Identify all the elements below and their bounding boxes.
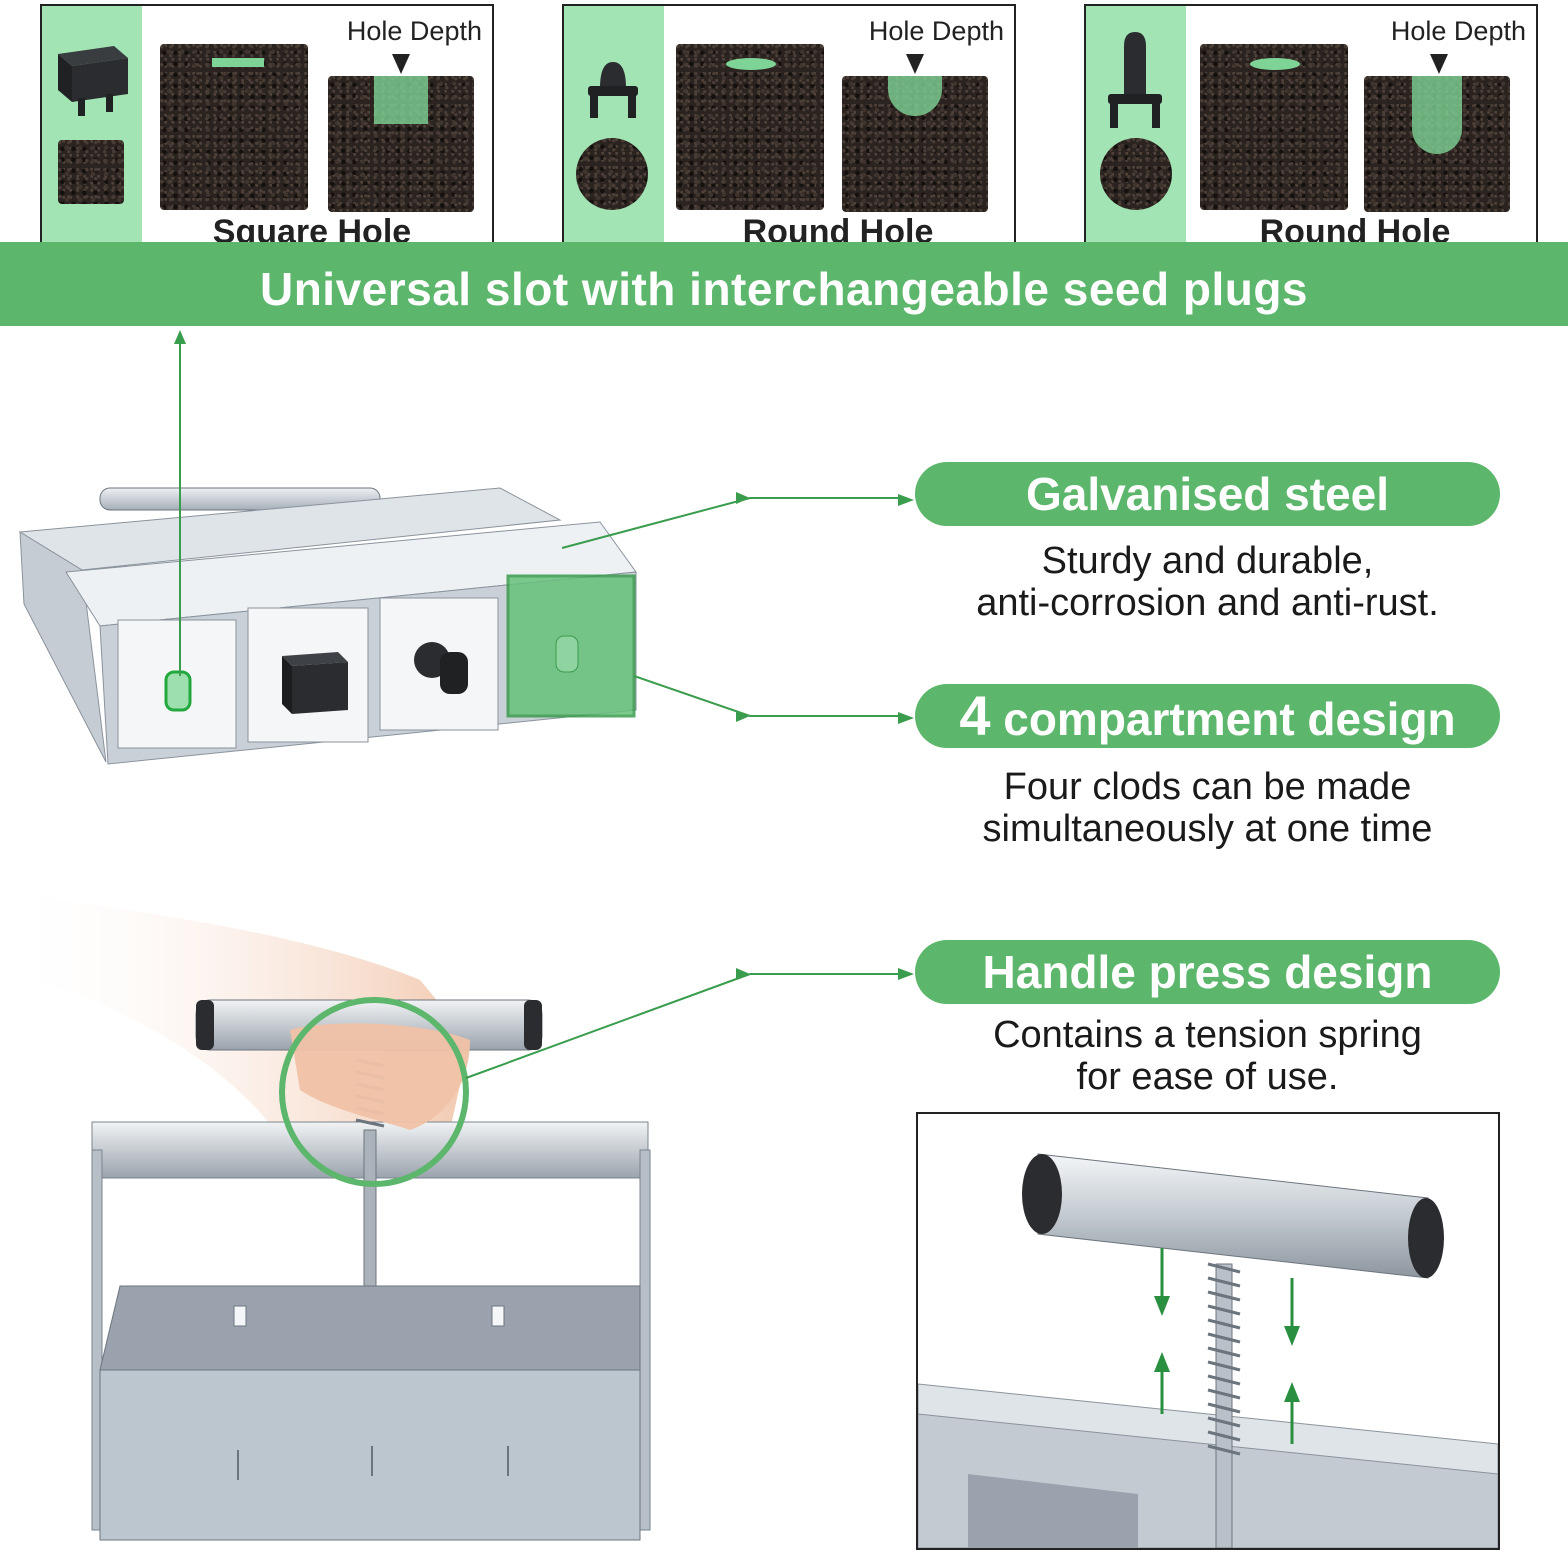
desc-line: Four clods can be made bbox=[1003, 766, 1412, 808]
hole-depth-arrow-icon bbox=[1430, 54, 1448, 74]
feature-title-galvanised: Galvanised steel bbox=[915, 462, 1500, 526]
feature-desc-handle: Contains a tension spring for ease of us… bbox=[900, 1014, 1515, 1098]
hole-depth-label: Hole Depth bbox=[346, 16, 482, 46]
soil-block-section bbox=[842, 76, 988, 212]
round-plug-footprint bbox=[576, 138, 648, 210]
plug-panel-round-long: Hole Depth Round Hole bbox=[1084, 4, 1538, 256]
plug-panel-round-short: Hole Depth Round Hole bbox=[562, 4, 1016, 256]
desc-line: for ease of use. bbox=[1076, 1056, 1339, 1098]
arrow-right-icon bbox=[898, 494, 914, 506]
round-hole-depth bbox=[888, 76, 942, 116]
round-short-plug-icon bbox=[588, 62, 638, 118]
soil-block-section bbox=[328, 76, 474, 212]
spring-detail-panel bbox=[916, 1112, 1500, 1550]
hand-press-illustration bbox=[0, 890, 900, 1541]
hole-depth-arrow-icon bbox=[392, 54, 410, 74]
desc-line: simultaneously at one time bbox=[982, 808, 1433, 850]
round-hole-depth bbox=[1412, 76, 1462, 154]
spring-detail-illustration bbox=[918, 1153, 1498, 1548]
plug-panel-square: Hole Depth Square Hole bbox=[40, 4, 494, 256]
panel-green-strip bbox=[564, 6, 664, 254]
square-hole-mark bbox=[212, 58, 264, 67]
soil-block-top bbox=[1200, 44, 1348, 210]
compartment-count: 4 bbox=[959, 684, 991, 747]
round-hole-mark bbox=[726, 58, 776, 70]
soil-block-section bbox=[1364, 76, 1510, 212]
soil-block-top bbox=[676, 44, 824, 210]
feature-desc-galvanised: Sturdy and durable, anti-corrosion and a… bbox=[900, 540, 1515, 624]
desc-line: anti-corrosion and anti-rust. bbox=[976, 582, 1439, 624]
feature-desc-compartment: Four clods can be made simultaneously at… bbox=[900, 766, 1515, 850]
square-plug-icon bbox=[58, 46, 128, 116]
hole-depth-arrow-icon bbox=[906, 54, 924, 74]
hole-depth-label: Hole Depth bbox=[1390, 16, 1526, 46]
arrow-right-icon bbox=[898, 712, 914, 724]
round-hole-mark bbox=[1250, 58, 1300, 70]
feature-title-handle: Handle press design bbox=[915, 940, 1500, 1004]
feature-title-compartment: 4 compartment design bbox=[915, 684, 1500, 748]
round-long-plug-icon bbox=[1108, 32, 1162, 128]
panel-green-strip bbox=[42, 6, 142, 254]
soil-block-top bbox=[160, 44, 308, 210]
desc-line: Contains a tension spring bbox=[993, 1014, 1422, 1056]
compartment-title-rest: compartment design bbox=[990, 693, 1456, 745]
desc-line: Sturdy and durable, bbox=[1041, 540, 1374, 582]
square-hole-depth bbox=[374, 76, 428, 124]
banner bbox=[0, 242, 1568, 326]
banner-title: Universal slot with interchangeable seed… bbox=[259, 263, 1309, 315]
square-plug-footprint bbox=[58, 140, 124, 204]
arrow-right-icon bbox=[898, 968, 914, 980]
soil-blocker-tray-illustration bbox=[18, 330, 900, 765]
hole-depth-label: Hole Depth bbox=[868, 16, 1004, 46]
round-plug-footprint bbox=[1100, 138, 1172, 210]
